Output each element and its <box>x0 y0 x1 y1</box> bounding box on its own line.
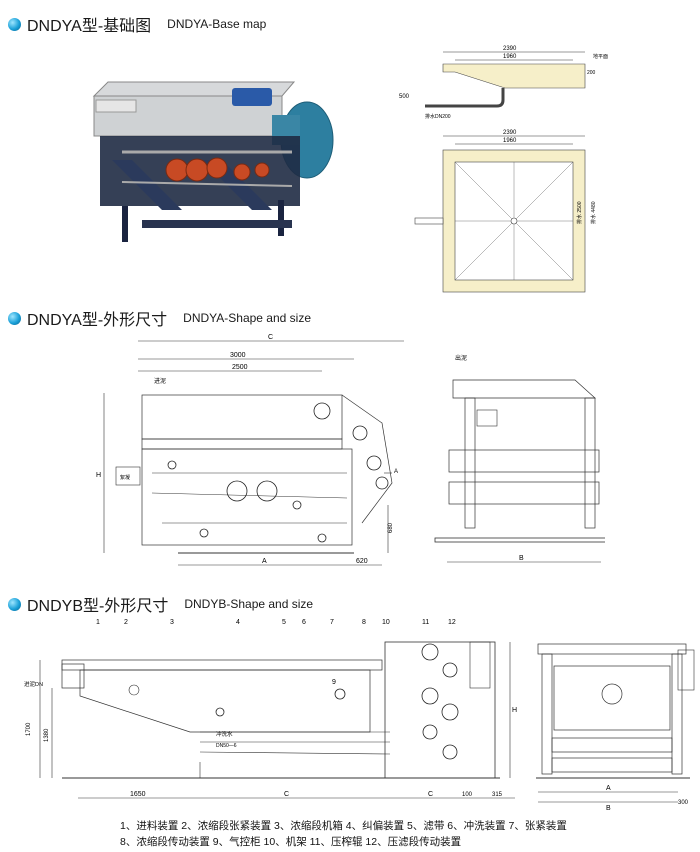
section-title-base-map: DNDYA型-基础图 DNDYA-Base map <box>8 12 266 36</box>
section-title-cn: DNDYA型-基础图 <box>27 18 152 35</box>
dim-620: 620 <box>356 558 368 565</box>
bullet-icon <box>8 17 21 31</box>
dim-side: 500 <box>399 94 410 100</box>
dndya-end-view: 出泥 B <box>434 354 605 563</box>
dim-c2: C <box>428 791 433 798</box>
dim-100: 100 <box>462 792 473 798</box>
dim-2500: 2500 <box>232 364 248 371</box>
legend-line-2: 8、浓缩段传动装置 9、气控柜 10、机架 11、压榨辊 12、压滤段传动装置 <box>120 836 462 848</box>
label-outlet: 出泥 <box>455 354 467 362</box>
section-title-en: DNDYA-Shape and size <box>183 311 311 325</box>
label-feed: 进泥 <box>154 377 166 385</box>
label-arrow-a: A <box>394 469 398 475</box>
note-ground: 地平面 <box>593 53 608 60</box>
dim-315: 315 <box>492 792 503 798</box>
dndya-side-view: C 3000 2500 进泥 絮凝 A A 620 H 680 <box>96 334 404 566</box>
callout-10: 10 <box>382 619 390 626</box>
callout-1: 1 <box>96 619 100 626</box>
bullet-icon <box>8 311 21 325</box>
section-title-dndya: DNDYA型-外形尺寸 DNDYA-Shape and size <box>8 306 311 330</box>
dim-top-inner: 1960 <box>503 54 517 60</box>
base-map-drawing: 2390 1960 500 排水DN200 200 地平面 2390 1960 … <box>399 46 608 293</box>
dim-right: 200 <box>587 70 596 76</box>
dim-top-outer: 2390 <box>503 46 517 52</box>
plan-dim-outer: 2390 <box>503 130 517 136</box>
label-wash: 冲洗水 <box>216 730 233 738</box>
callout-6: 6 <box>302 619 306 626</box>
dim-680: 680 <box>388 522 394 533</box>
label-flocc: 絮凝 <box>120 474 130 481</box>
section-title-cn: DNDYA型-外形尺寸 <box>27 312 168 329</box>
dim-1380: 1380 <box>44 728 50 742</box>
section-title-en: DNDYB-Shape and size <box>184 597 314 611</box>
dim-3000: 3000 <box>230 352 246 359</box>
dim-a: A <box>606 785 611 792</box>
plan-dim-inner: 1960 <box>503 138 517 144</box>
plan-side-a: 排水 2500 <box>576 201 583 224</box>
callout-4: 4 <box>236 619 240 626</box>
dim-c: C <box>268 334 273 341</box>
dim-h: H <box>96 472 101 479</box>
dim-h: H <box>512 707 517 714</box>
machine-photo <box>92 81 334 242</box>
dim-a: A <box>262 558 267 565</box>
callout-5: 5 <box>282 619 286 626</box>
callout-2: 2 <box>124 619 128 626</box>
callout-8: 8 <box>362 619 366 626</box>
section-title-cn: DNDYB型-外形尺寸 <box>27 598 169 615</box>
callout-3: 3 <box>170 619 174 626</box>
dim-b: B <box>519 555 524 562</box>
section-title-en: DNDYA-Base map <box>167 17 267 31</box>
dndyb-end-view: A B 300 <box>536 643 695 812</box>
callout-7: 7 <box>330 619 334 626</box>
label-wash2: DN50—6 <box>216 743 237 749</box>
dim-1650: 1650 <box>130 791 146 798</box>
legend-line-1: 1、进料装置 2、浓缩段张紧装置 3、浓缩段机箱 4、纠偏装置 5、滤带 6、冲… <box>120 820 567 832</box>
plan-side-b: 排水 4480 <box>590 201 597 224</box>
dim-b: B <box>606 805 611 812</box>
callout-12: 12 <box>448 619 456 626</box>
dim-c1: C <box>284 791 289 798</box>
dndyb-side-view: 1 2 3 4 5 6 7 8 9 10 11 12 进泥DN 冲洗水 DN50… <box>24 619 517 799</box>
dim-1700: 1700 <box>26 722 32 736</box>
callout-11: 11 <box>422 619 429 626</box>
dim-300: 300 <box>678 800 689 806</box>
bullet-icon <box>8 597 21 611</box>
section-title-dndyb: DNDYB型-外形尺寸 DNDYB-Shape and size <box>8 592 313 616</box>
label-inlet: 进泥DN <box>24 680 43 688</box>
callout-9: 9 <box>332 679 336 686</box>
note-drain: 排水DN200 <box>425 113 451 120</box>
